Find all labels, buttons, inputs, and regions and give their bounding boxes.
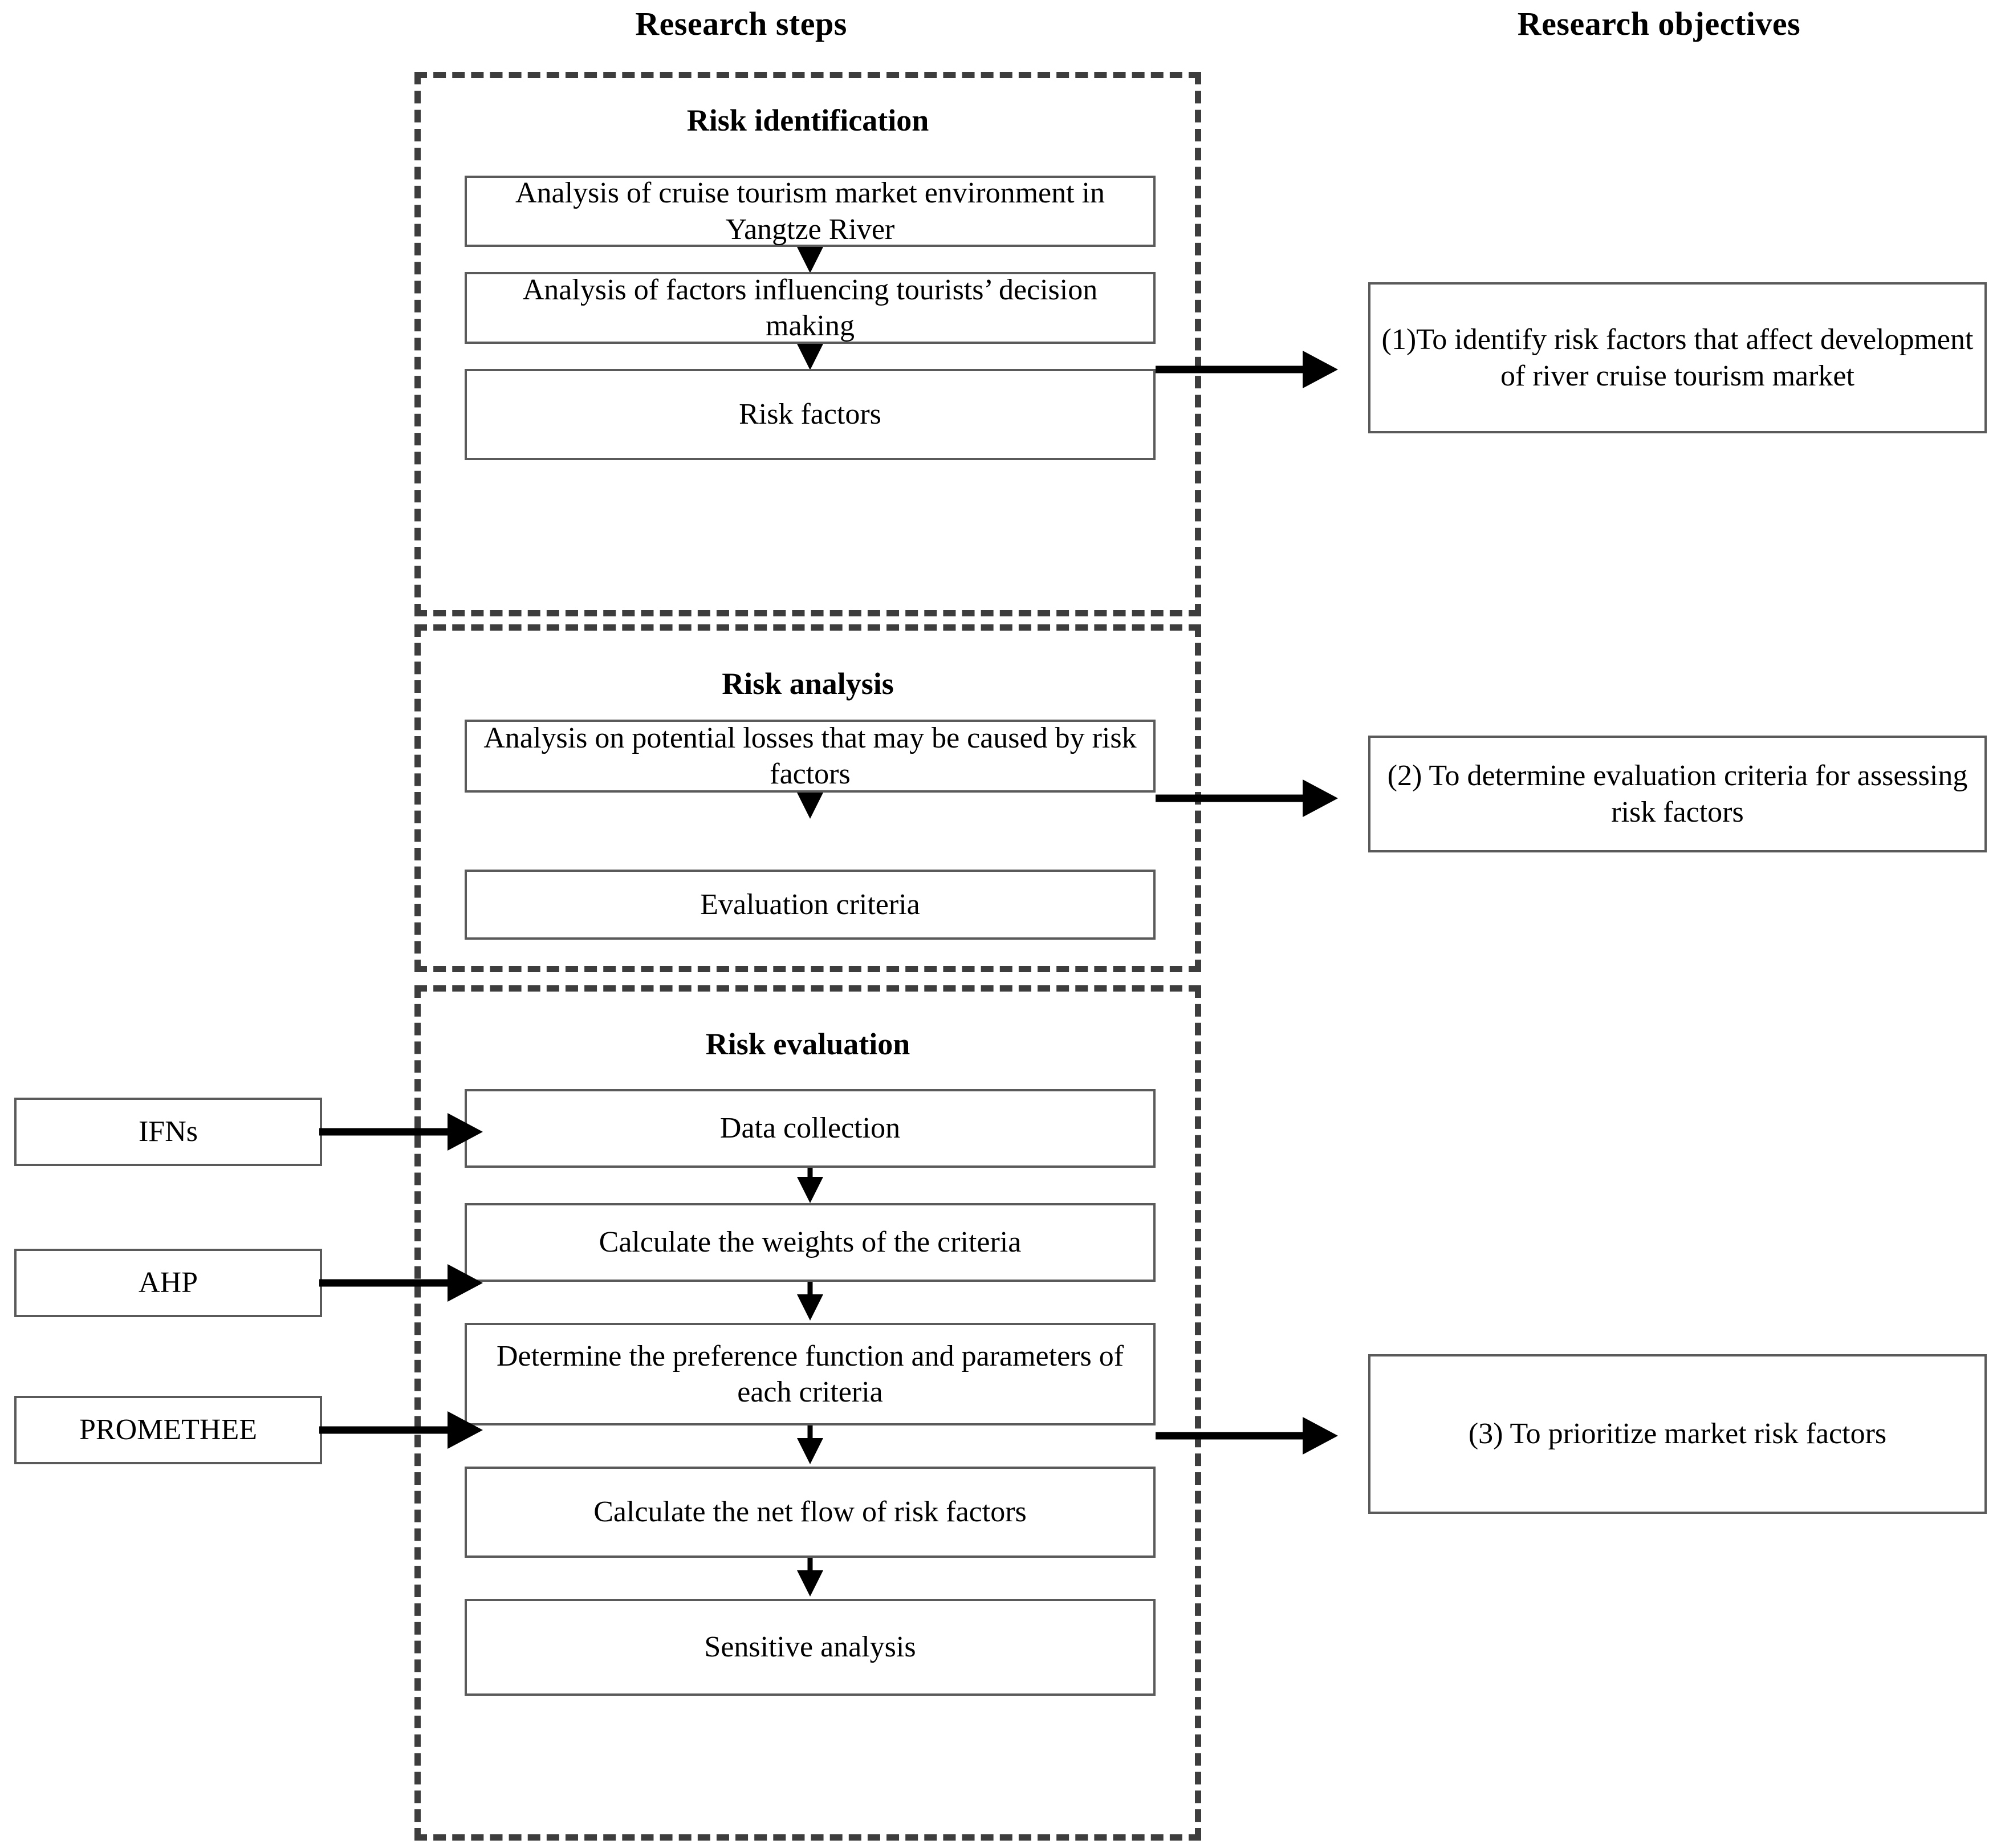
stage-title-risk-analysis: Risk analysis bbox=[722, 667, 894, 701]
column-header-research-objectives: Research objectives bbox=[1517, 5, 1801, 42]
node-data-collection-label: Data collection bbox=[719, 1112, 901, 1145]
node-net-flow: Calculate the net flow of risk factors bbox=[465, 1467, 1156, 1558]
method-box-ifns-label: IFNs bbox=[138, 1115, 198, 1148]
objective-box-1: (1)To identify risk factors that affect … bbox=[1368, 282, 1987, 433]
stage-risk-evaluation bbox=[414, 985, 1201, 1841]
objective-box-3: (3) To prioritize market risk factors bbox=[1368, 1354, 1987, 1514]
node-evaluation-criteria: Evaluation criteria bbox=[465, 870, 1156, 940]
stage-title-risk-evaluation: Risk evaluation bbox=[705, 1027, 910, 1061]
node-market-environment: Analysis of cruise tourism market enviro… bbox=[465, 176, 1156, 247]
objective-box-2: (2) To determine evaluation criteria for… bbox=[1368, 736, 1987, 852]
node-net-flow-label: Calculate the net flow of risk factors bbox=[593, 1496, 1027, 1529]
node-preference-function-label: Determine the preference function and pa… bbox=[496, 1339, 1124, 1408]
node-risk-factors: Risk factors bbox=[465, 369, 1156, 460]
objective-box-1-label: (1)To identify risk factors that affect … bbox=[1381, 323, 1974, 392]
stage-title-risk-identification: Risk identification bbox=[686, 103, 929, 137]
method-box-ifns: IFNs bbox=[14, 1098, 322, 1166]
node-evaluation-criteria-label: Evaluation criteria bbox=[700, 888, 920, 921]
node-market-environment-label: Analysis of cruise tourism market enviro… bbox=[515, 177, 1105, 246]
node-sensitive-analysis-label: Sensitive analysis bbox=[704, 1631, 916, 1664]
method-box-ahp-label: AHP bbox=[138, 1266, 198, 1299]
node-data-collection: Data collection bbox=[465, 1089, 1156, 1168]
node-decision-factors: Analysis of factors influencing tourists… bbox=[465, 272, 1156, 344]
node-decision-factors-label: Analysis of factors influencing tourists… bbox=[522, 273, 1098, 342]
objective-box-3-label: (3) To prioritize market risk factors bbox=[1468, 1418, 1887, 1451]
stage-risk-identification bbox=[414, 72, 1201, 616]
node-potential-losses-label: Analysis on potential losses that may be… bbox=[483, 721, 1137, 790]
node-risk-factors-label: Risk factors bbox=[739, 398, 881, 431]
method-box-promethee: PROMETHEE bbox=[14, 1396, 322, 1464]
node-calculate-weights-label: Calculate the weights of the criteria bbox=[599, 1226, 1022, 1259]
node-potential-losses: Analysis on potential losses that may be… bbox=[465, 720, 1156, 793]
method-box-promethee-label: PROMETHEE bbox=[79, 1414, 257, 1447]
column-header-research-steps: Research steps bbox=[635, 5, 847, 42]
node-sensitive-analysis: Sensitive analysis bbox=[465, 1599, 1156, 1696]
method-box-ahp: AHP bbox=[14, 1249, 322, 1317]
node-calculate-weights: Calculate the weights of the criteria bbox=[465, 1203, 1156, 1282]
objective-box-2-label: (2) To determine evaluation criteria for… bbox=[1387, 759, 1968, 828]
node-preference-function: Determine the preference function and pa… bbox=[465, 1323, 1156, 1425]
